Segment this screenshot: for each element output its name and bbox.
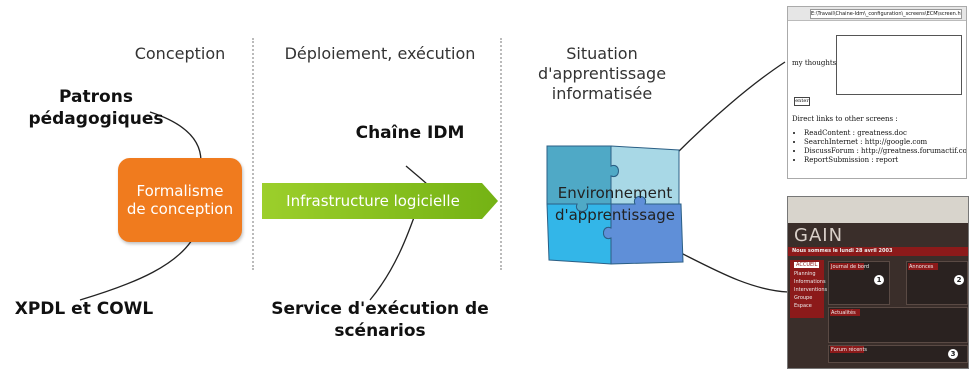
annonces-title-bar bbox=[908, 263, 938, 270]
menu-item: Groupe bbox=[794, 295, 813, 301]
forum-number-icon: 3 bbox=[948, 349, 958, 359]
menu-item: Planning bbox=[794, 271, 816, 277]
puzzle-piece-bottom-right bbox=[603, 196, 684, 265]
enter-button: enter bbox=[794, 97, 810, 106]
label-xpdl-cowl: XPDL et COWL bbox=[14, 299, 154, 319]
curve-env-shot2 bbox=[674, 249, 789, 293]
journal-number-icon: 1 bbox=[874, 275, 884, 285]
column-header-deployment: Déploiement, exécution bbox=[284, 44, 476, 63]
curve-service-infra bbox=[369, 205, 419, 301]
date-banner bbox=[788, 247, 968, 256]
label-chaine-idm: Chaîne IDM bbox=[355, 123, 465, 143]
divider-right bbox=[500, 38, 502, 270]
menu-item: Interventions bbox=[794, 287, 828, 293]
annonces-title: Annonces bbox=[909, 264, 934, 270]
label-service-execution: Service d'exécution de scénarios bbox=[271, 299, 489, 341]
menu-item: Espace bbox=[794, 303, 812, 309]
screenshot-gain-portal: GAIN Nous sommes le lundi 28 avril 2003 … bbox=[787, 196, 969, 369]
formalism-line1: Formalisme bbox=[136, 182, 224, 200]
thoughts-prompt: my thoughts : bbox=[792, 59, 841, 67]
links-heading: Direct links to other screens : bbox=[792, 115, 898, 123]
puzzle-icon bbox=[546, 145, 684, 265]
formalism-line2: de conception bbox=[126, 200, 234, 218]
divider-left bbox=[252, 38, 254, 270]
screenshot-text-entry: E:\Travail\Chaine-Idm\_configuration\_sc… bbox=[787, 6, 967, 179]
address-bar: E:\Travail\Chaine-Idm\_configuration\_sc… bbox=[810, 9, 962, 19]
column-header-situation: Situation d'apprentissage informatisée bbox=[537, 44, 667, 103]
link-item: ReportSubmission : report bbox=[804, 156, 966, 165]
gain-logo: GAIN bbox=[794, 225, 844, 246]
links-list: ReadContent : greatness.doc SearchIntern… bbox=[790, 129, 966, 165]
infrastructure-label: Infrastructure logicielle bbox=[286, 192, 460, 210]
forum-title: Forum récents bbox=[831, 347, 868, 353]
link-item: ReadContent : greatness.doc bbox=[804, 129, 966, 138]
actualites-title-bar bbox=[830, 309, 860, 316]
menu-item: Informations bbox=[794, 279, 826, 285]
journal-title: Journal de bord bbox=[831, 264, 870, 270]
browser-toolbar: E:\Travail\Chaine-Idm\_configuration\_sc… bbox=[788, 7, 966, 21]
link-item: SearchInternet : http://google.com bbox=[804, 138, 966, 147]
formalism-box: Formalisme de conception bbox=[118, 158, 242, 242]
menu-item: ACCUEIL bbox=[794, 262, 820, 268]
label-patrons-pedagogiques: Patrons pédagogiques bbox=[28, 87, 164, 129]
journal-title-bar bbox=[830, 263, 864, 270]
environment-label: Environnement d'apprentissage bbox=[554, 184, 676, 224]
forum-title-bar bbox=[830, 346, 864, 353]
infrastructure-arrow bbox=[262, 183, 498, 219]
browser-chrome bbox=[788, 197, 968, 223]
actualites-title: Actualités bbox=[831, 310, 856, 316]
thoughts-textarea bbox=[836, 35, 962, 95]
column-header-conception: Conception bbox=[134, 44, 226, 63]
curve-env-shot1 bbox=[674, 61, 786, 156]
link-item: DiscussForum : http://greatness.forumact… bbox=[804, 147, 966, 156]
date-text: Nous sommes le lundi 28 avril 2003 bbox=[792, 248, 893, 254]
side-menu bbox=[790, 260, 824, 318]
annonces-number-icon: 2 bbox=[954, 275, 964, 285]
